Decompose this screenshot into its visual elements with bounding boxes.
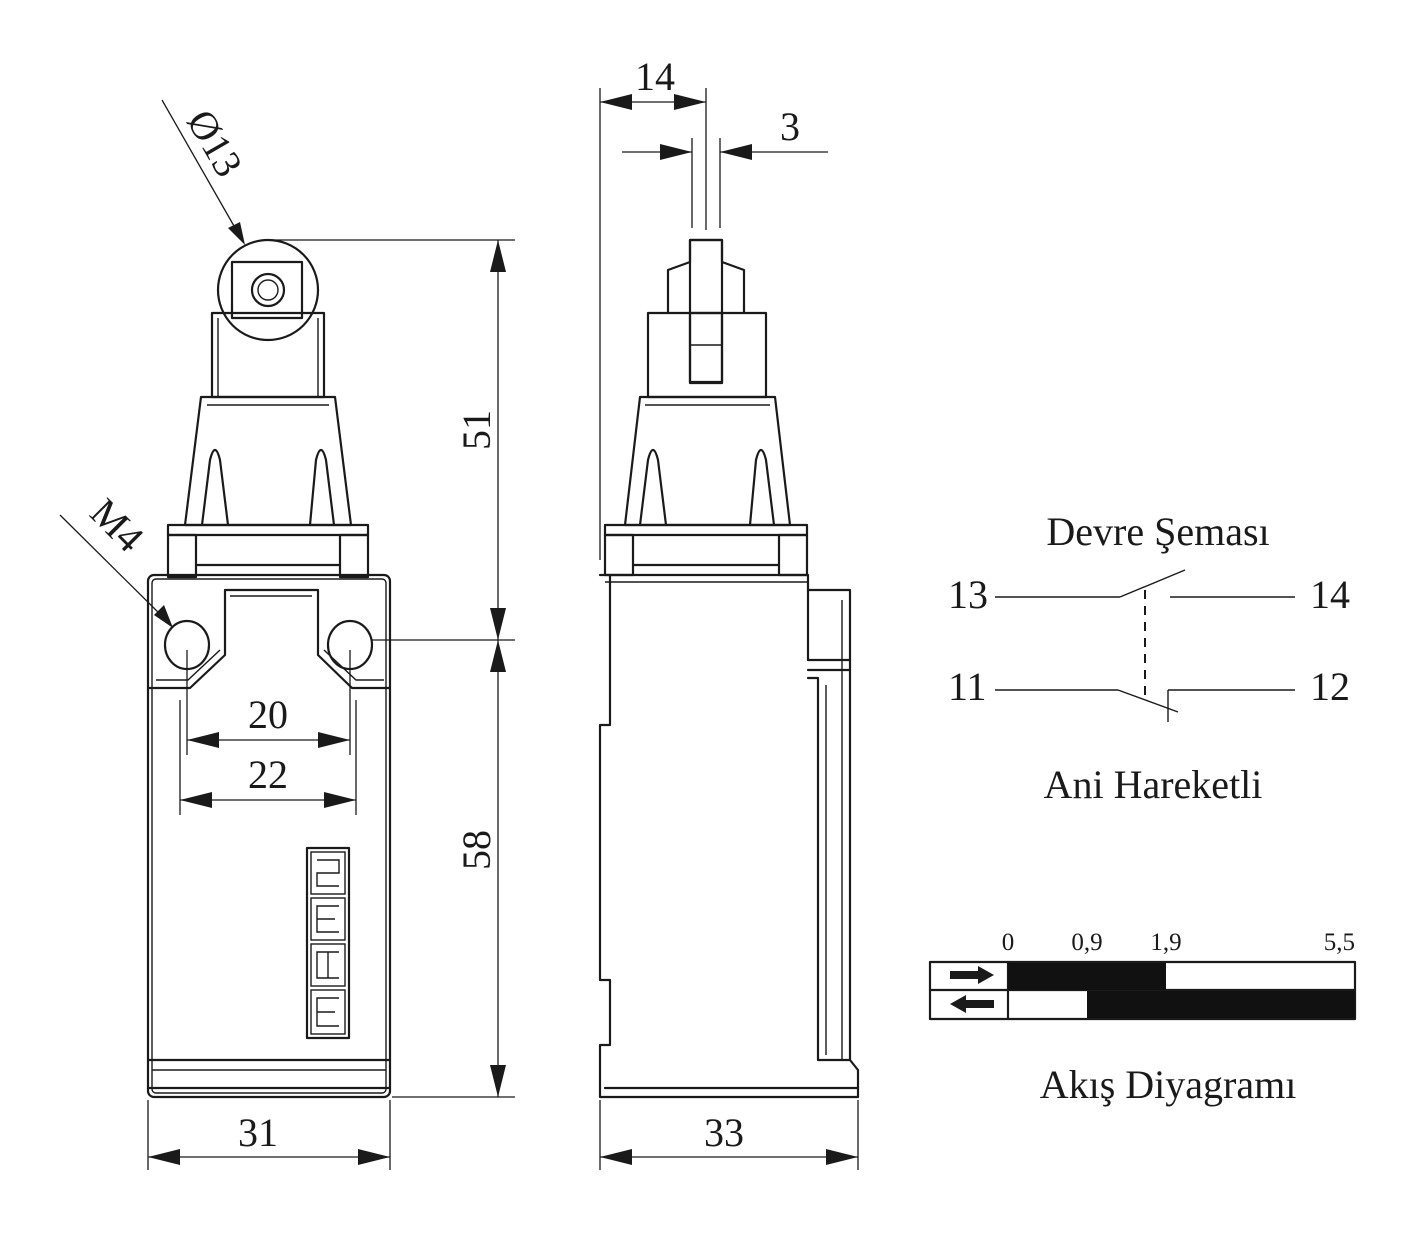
arrow-right-icon — [950, 966, 994, 984]
flow-title: Akış Diyagramı — [1040, 1062, 1297, 1107]
side-offset-label: 14 — [635, 54, 675, 99]
head-collar — [166, 523, 370, 537]
roller-edge — [666, 238, 746, 315]
hole-spacing-outer-label: 22 — [248, 752, 288, 797]
flow-tick-label: 0 — [1002, 929, 1015, 956]
flow-diagram: 0 0,9 1,9 5,5 Akış Diyagramı — [928, 929, 1357, 1107]
flow-closed-bar — [1008, 963, 1166, 990]
arrow-left-icon — [950, 995, 994, 1013]
height-upper-label: 51 — [454, 410, 499, 450]
side-body — [598, 573, 860, 1099]
hole-spacing-inner-label: 20 — [248, 692, 288, 737]
terminal-12: 12 — [1310, 664, 1350, 709]
height-lower-label: 58 — [454, 830, 499, 870]
front-body — [146, 573, 392, 1099]
terminal-13: 13 — [948, 572, 988, 617]
flow-tick-label: 0,9 — [1071, 929, 1102, 956]
width-side-label: 33 — [704, 1110, 744, 1155]
flow-tick-label: 5,5 — [1324, 929, 1355, 956]
circuit-diagram: Devre Şeması 13 14 11 12 Ani Hareketli — [948, 509, 1350, 807]
flow-tick-label: 1,9 — [1150, 929, 1181, 956]
plunger — [210, 311, 326, 399]
side-view — [598, 238, 860, 1099]
circuit-title: Devre Şeması — [1046, 509, 1269, 554]
diameter-label: Ø13 — [178, 102, 251, 184]
width-front-label: 31 — [238, 1110, 278, 1155]
terminal-11: 11 — [948, 664, 987, 709]
emas-logo — [305, 846, 351, 1040]
roller-width-label: 3 — [780, 104, 800, 149]
terminal-14: 14 — [1310, 572, 1350, 617]
circuit-subtitle: Ani Hareketli — [1044, 762, 1263, 807]
flow-closed-bar — [1087, 991, 1355, 1018]
front-view — [146, 238, 392, 1099]
dimension-lines — [59, 88, 859, 1170]
thread-label: M4 — [82, 490, 153, 561]
roller-axle — [250, 272, 286, 308]
